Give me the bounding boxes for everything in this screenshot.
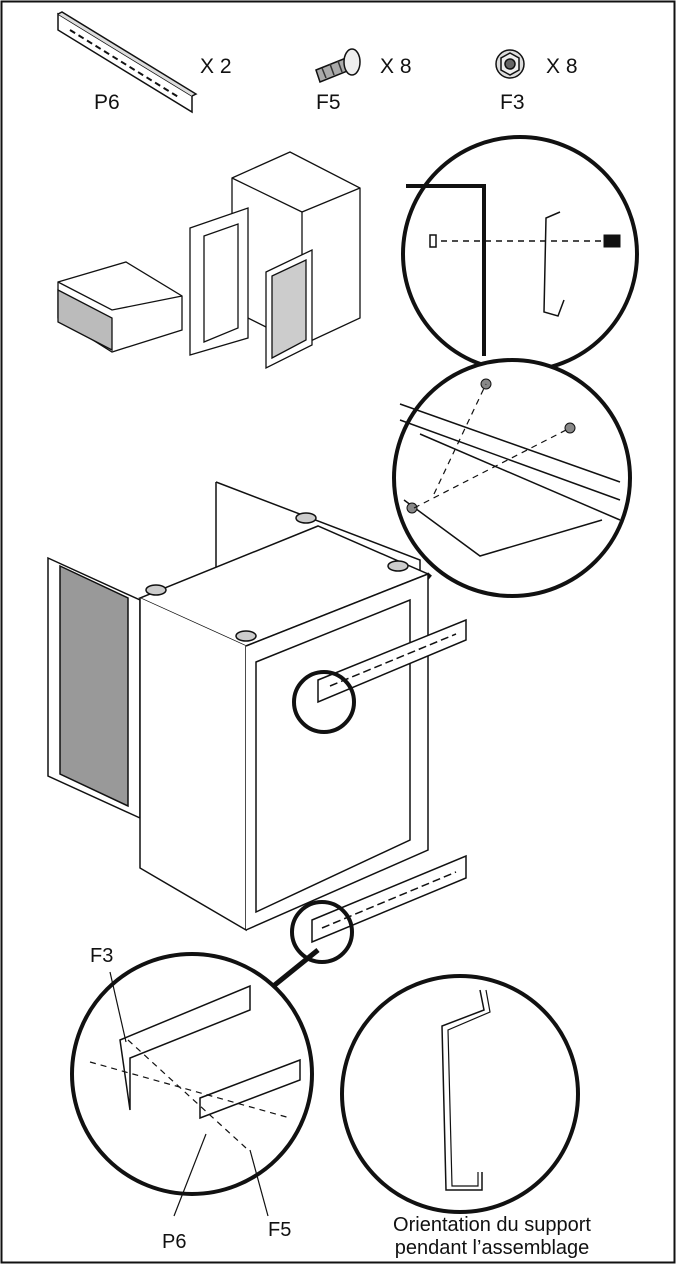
part-code-p6: P6: [94, 91, 120, 114]
cabinet-overview-illustration: [57, 151, 361, 370]
leader-line-f5: [249, 1149, 269, 1217]
orientation-caption-line1: Orientation du support: [393, 1214, 591, 1236]
rail-detail-circle: [392, 358, 632, 598]
bolt-icon: [315, 48, 361, 83]
side-detail-circle: [401, 135, 639, 373]
leader-line-f3: [109, 971, 127, 1043]
flange-nut-icon: [495, 49, 525, 79]
bottom-detail-circle: [70, 952, 314, 1196]
part-qty-p6: X 2: [200, 55, 232, 78]
leader-line-p6: [173, 1133, 207, 1217]
orientation-circle: [340, 974, 580, 1214]
upper-rail: [292, 618, 467, 734]
callout-p6: P6: [162, 1231, 187, 1253]
part-code-f3: F3: [500, 91, 525, 114]
part-qty-f3: X 8: [546, 55, 578, 78]
rail-bracket-icon: [57, 11, 198, 114]
cabinet-main-illustration: [47, 481, 430, 932]
part-qty-f5: X 8: [380, 55, 412, 78]
lower-rail: [290, 854, 467, 964]
callout-f3: F3: [90, 945, 114, 967]
part-code-f5: F5: [316, 91, 341, 114]
orientation-caption: Orientation du support pendant l’assembl…: [352, 1214, 632, 1260]
callout-f5: F5: [268, 1219, 292, 1241]
orientation-caption-line2: pendant l’assemblage: [394, 1237, 590, 1259]
